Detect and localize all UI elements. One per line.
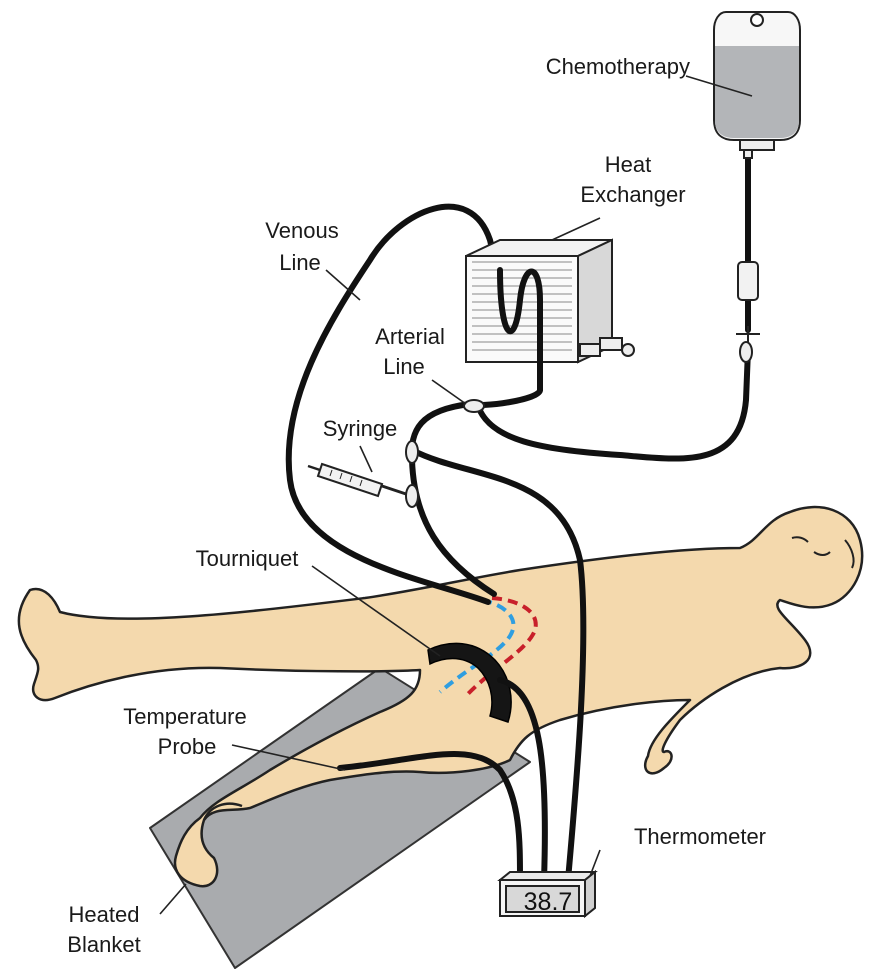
label-venous-line: Line <box>270 250 330 275</box>
label-arterial: Arterial <box>360 324 460 349</box>
label-heated: Heated <box>54 902 154 927</box>
syringe-icon <box>308 464 406 496</box>
tube-connectors <box>406 342 752 507</box>
label-tourniquet: Tourniquet <box>184 546 310 571</box>
label-probe: Probe <box>150 734 224 759</box>
label-syringe: Syringe <box>312 416 408 441</box>
thermometer-reading: 38.7 <box>509 886 587 918</box>
arterial-line <box>412 404 494 594</box>
label-exchanger: Exchanger <box>568 182 698 207</box>
chemo-return-line <box>478 350 748 459</box>
label-arterial-line: Line <box>374 354 434 379</box>
label-temperature: Temperature <box>120 704 250 729</box>
iv-bag <box>714 12 800 158</box>
label-thermometer: Thermometer <box>620 824 780 849</box>
label-venous: Venous <box>254 218 350 243</box>
heat-exchanger-box <box>466 240 634 362</box>
label-chemotherapy: Chemotherapy <box>520 54 690 79</box>
label-heat: Heat <box>580 152 676 177</box>
label-blanket: Blanket <box>54 932 154 957</box>
